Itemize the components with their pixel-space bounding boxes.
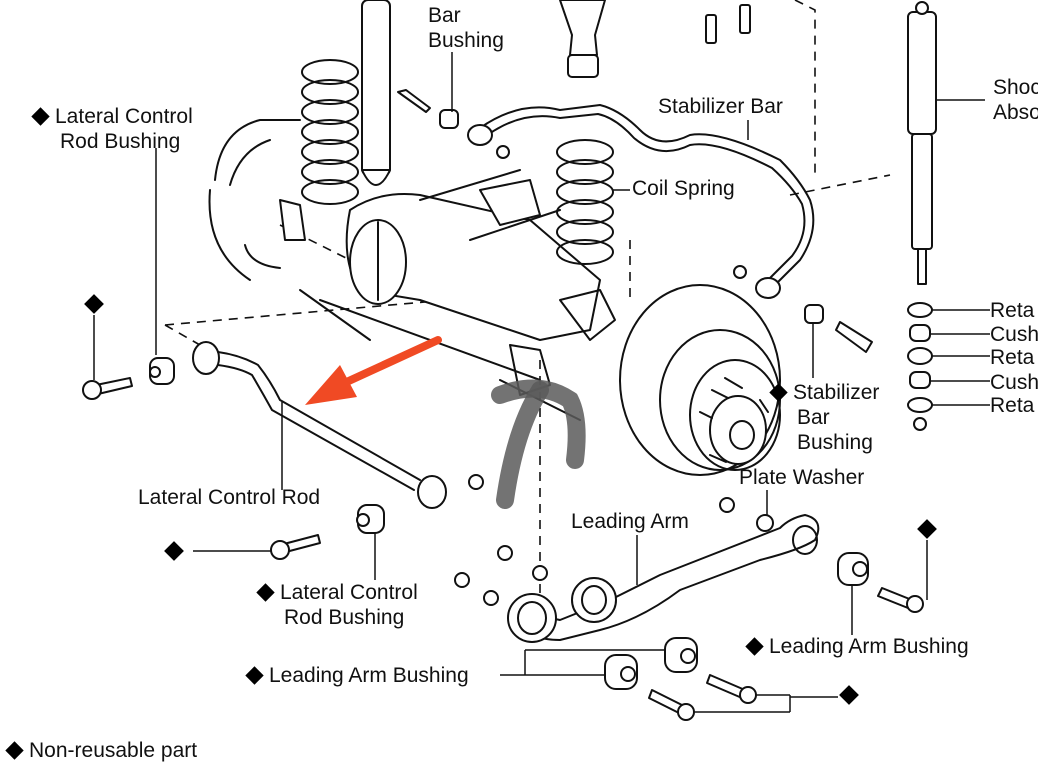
label-line: Lateral Control [55,105,193,128]
shock-absorber [907,1,985,285]
label-cushion-2: Cush [990,371,1038,394]
diamond-icon [245,666,264,685]
label-stabilizer-bar-bushing-right: Stabilizer Bar Bushing [768,380,879,455]
guide-line [789,174,891,196]
lateral-rod-hardware-left [82,148,175,400]
diamond-icon [5,741,24,760]
hand-drawn-marker [491,379,586,469]
label-text: Leading Arm Bushing [269,664,469,687]
label-text: Leading Arm Bushing [769,635,969,658]
label-leading-arm-bushing-bottom: Leading Arm Bushing [244,663,469,688]
bump-stopper [559,0,606,78]
guide-line [794,0,816,175]
axle-housing [208,119,616,421]
label-line: Abso [993,101,1038,124]
label-line: Shoc [993,76,1038,99]
red-arrow-head [305,365,357,405]
guide-line [164,324,201,346]
label-lateral-control-rod-bushing-top: Lateral Control Rod Bushing [30,104,193,154]
stabilizer-hardware [397,4,873,353]
leading-arm-nuts [454,490,774,606]
leading-arm-bushings [500,540,928,721]
diamond-icon [31,107,50,126]
label-lateral-control-rod-bushing-bottom: Lateral Control Rod Bushing [255,580,418,630]
label-retainer-3: Reta [990,394,1035,417]
label-cushion-1: Cush [990,323,1038,346]
legend: Non-reusable part [4,738,197,763]
retainer-cushion-stack [907,302,990,431]
label-stabilizer-bar: Stabilizer Bar [658,95,783,118]
label-coil-spring: Coil Spring [632,177,735,200]
stabilizer-bar [467,104,815,299]
lateral-rod-hardware-bottom [193,474,484,580]
brake-disc-hub [619,284,781,476]
label-lateral-control-rod: Lateral Control Rod [138,486,321,509]
leading-arm [507,514,820,643]
label-plate-washer: Plate Washer [739,466,865,489]
label-retainer-1: Reta [990,299,1035,322]
rear-coil-spring [556,139,630,265]
leader-lines [451,52,814,378]
guide-line [164,289,561,326]
label-line: Lateral Control [280,581,418,604]
diamond-icon [256,583,275,602]
label-line: Bushing [797,431,873,454]
hand-drawn-marker [496,381,549,509]
label-retainer-2: Reta [990,346,1035,369]
label-line: Stabilizer [793,381,880,404]
label-leading-arm-bushing-right: Leading Arm Bushing [744,634,969,659]
label-line: Rod Bushing [60,130,181,153]
label-shock-absorber: Shoc Abso [993,75,1038,125]
diamond-icon [769,383,788,402]
red-arrow-shaft [336,336,442,389]
lateral-control-rod [192,341,447,509]
label-line: Rod Bushing [284,606,405,629]
label-line: Bar [797,406,830,429]
label-line: Bar [428,4,461,27]
label-stabilizer-bar-bushing-top: Bar Bushing [428,3,504,53]
legend-text: Non-reusable part [29,739,198,762]
diamond-icon [745,637,764,656]
label-leading-arm: Leading Arm [571,510,689,533]
annotation-marks [305,336,586,509]
front-coil-spring-shock [301,0,391,205]
label-line: Bushing [428,29,504,52]
